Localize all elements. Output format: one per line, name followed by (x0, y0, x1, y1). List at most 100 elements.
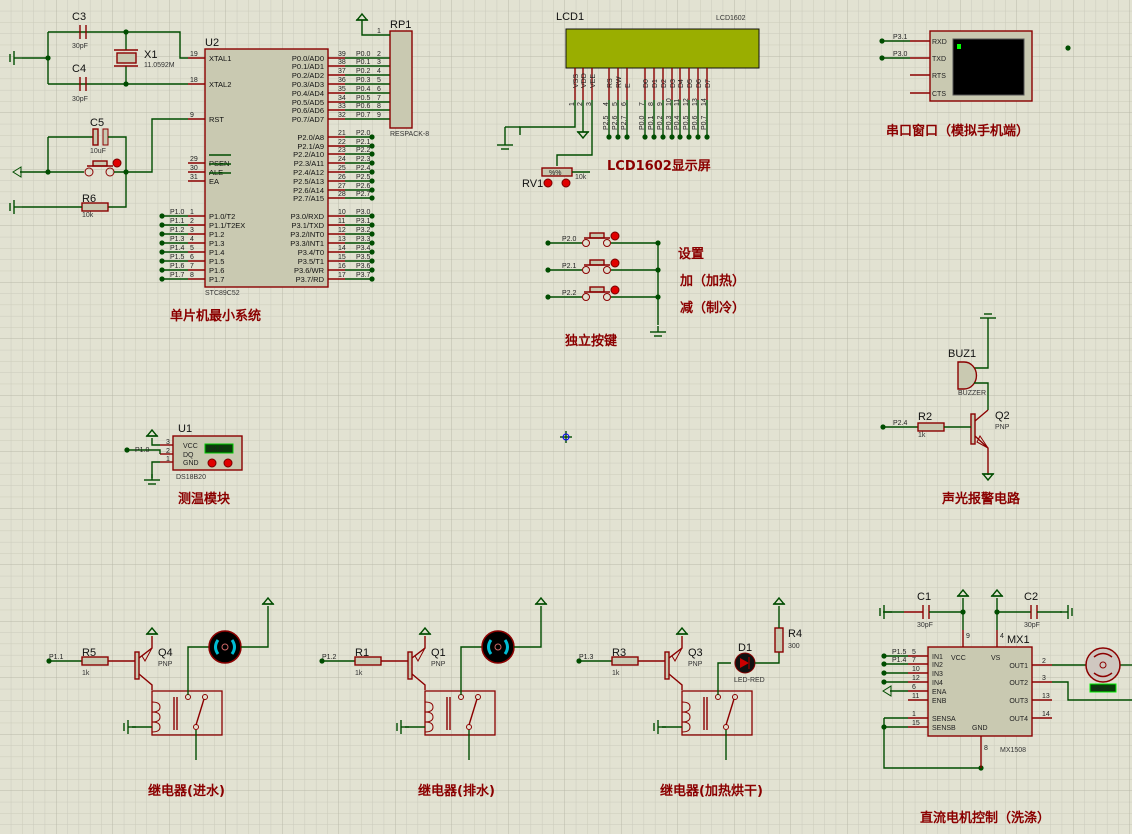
relay[interactable] (653, 690, 753, 736)
wire (974, 318, 989, 369)
button-2[interactable]: P2.1加（加热） (545, 258, 745, 289)
probe-icon (543, 178, 553, 188)
pin-name: P3.7/RD (296, 275, 325, 284)
pin-name: OUT2 (1009, 680, 1028, 687)
pin-name: P2.4/A12 (293, 168, 324, 177)
relay[interactable] (396, 690, 496, 736)
junction-dot (669, 134, 675, 140)
pin-number: 9 (657, 102, 664, 106)
relay-body (151, 690, 223, 736)
wire (361, 20, 390, 36)
pin-name: D3 (670, 79, 677, 88)
relay[interactable] (123, 690, 223, 736)
pin-name: D1 (652, 79, 659, 88)
net-label: P3.2 (356, 227, 371, 234)
junction-dot (369, 151, 375, 157)
pin-number: 1 (912, 711, 916, 718)
pin-name: P2.3/A11 (294, 159, 324, 168)
junction-dot (369, 195, 375, 201)
pin-name: ENB (932, 698, 947, 705)
junction-dot (369, 134, 375, 140)
dc-motor-icon[interactable]: +88.8 (1085, 647, 1121, 693)
net-label: P0.4 (674, 115, 681, 130)
button-label: 加（加热） (679, 273, 745, 289)
relay-body (681, 690, 753, 736)
pin-name: D6 (696, 79, 703, 88)
power-terminal-icon (145, 428, 159, 437)
pin-name: P2.7/A15 (293, 194, 324, 203)
button-1[interactable]: P2.0设置 (545, 231, 704, 262)
contact (732, 694, 738, 700)
pin-name: VDD (581, 73, 588, 88)
net-label: P2.5 (603, 115, 610, 130)
button-3[interactable]: P2.2减（制冷） (545, 285, 745, 316)
contact (582, 293, 590, 301)
led-icon (734, 652, 756, 674)
motor-display (1089, 683, 1117, 693)
wire (514, 606, 542, 648)
net-label: P2.4 (356, 165, 371, 172)
section-title-buzzer: 声光报警电路 (941, 491, 1021, 507)
pin-name: P3.0/RXD (291, 212, 325, 221)
pin-name: P0.5/AD5 (292, 98, 324, 107)
junction-dot (881, 661, 887, 667)
r4-ref: R4 (788, 628, 802, 640)
sensor-part: DS18B20 (176, 474, 206, 481)
net-label: P0.5 (356, 95, 371, 102)
pin-number: 6 (190, 254, 194, 261)
section-title-driver: 直流电机控制（洗涤） (920, 810, 1050, 826)
net-label: P3.1 (893, 34, 908, 41)
button-cap (589, 232, 605, 239)
pin-name: P0.1/AD1 (292, 62, 324, 71)
resistor-value: 1k (82, 670, 90, 677)
pin-name: P0.6/AD6 (292, 106, 324, 115)
pin-number: 13 (338, 236, 346, 243)
q2-type: PNP (995, 424, 1010, 431)
pin-name: P3.2/INT0 (290, 230, 324, 239)
wire (974, 409, 989, 422)
junction-dot (369, 143, 375, 149)
transistor-type: PNP (431, 661, 446, 668)
junction-dot (369, 267, 375, 273)
pin-name: TXD (932, 56, 946, 63)
junction-dot (369, 222, 375, 228)
pin-name: D4 (678, 79, 685, 88)
net-label: P0.2 (657, 115, 664, 130)
driver-ref: MX1 (1007, 634, 1030, 646)
resistor-ref: R1 (355, 647, 369, 659)
wire (974, 382, 989, 410)
reset-button[interactable] (20, 158, 122, 177)
crystal-body (116, 52, 137, 64)
transistor-base (134, 651, 140, 680)
net-label: P2.7 (356, 191, 371, 198)
pin-number: 12 (683, 98, 690, 106)
pin-number: 33 (338, 103, 346, 110)
motor-icon (208, 630, 242, 664)
net-label: P1.7 (170, 272, 185, 279)
temperature-readout: 64.0 (209, 446, 223, 453)
pin-name: VCC (183, 443, 198, 450)
junction-dot (881, 679, 887, 685)
net-label: P1.4 (892, 657, 907, 664)
net-label: P0.4 (356, 86, 371, 93)
pin-name: IN3 (932, 671, 943, 678)
net-label: P0.5 (683, 115, 690, 130)
junction-dot (695, 134, 701, 140)
junction-dot (1065, 45, 1071, 51)
net-label: P0.6 (356, 103, 371, 110)
junction-dot (159, 258, 165, 264)
